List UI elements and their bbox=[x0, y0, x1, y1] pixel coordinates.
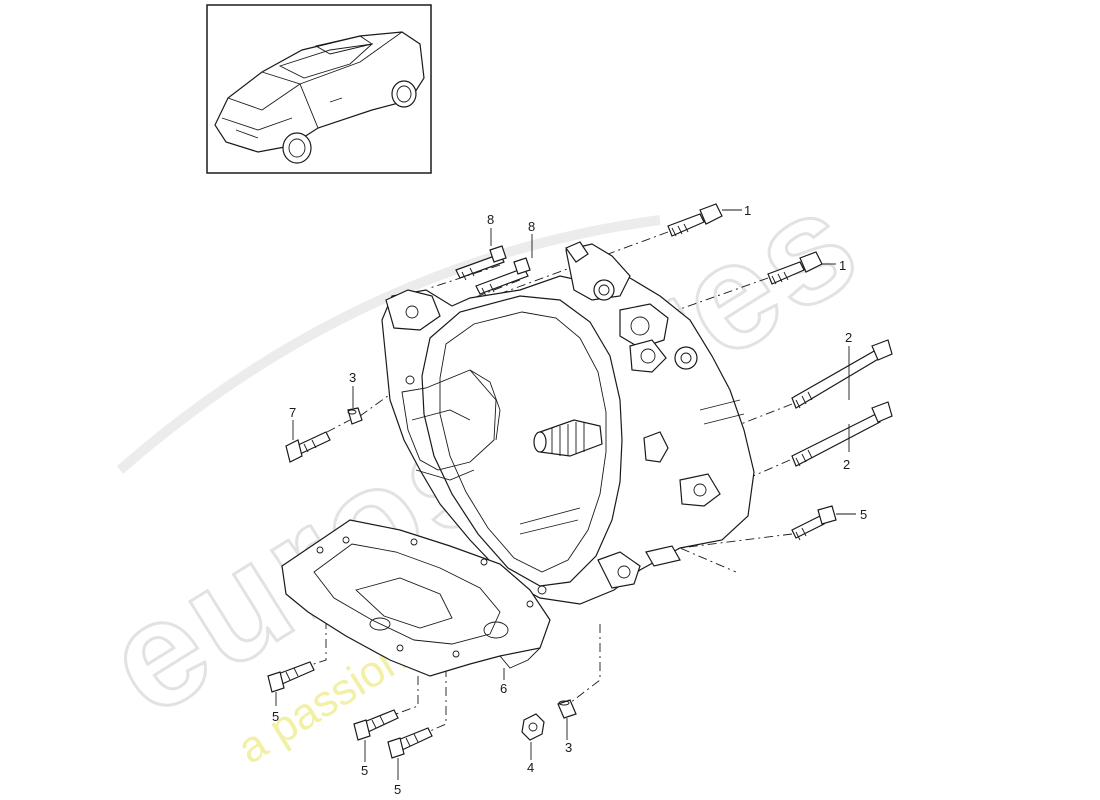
long-bolt-2b bbox=[791, 401, 893, 467]
mounting-ear-top bbox=[385, 289, 441, 331]
callout-2b: 2 bbox=[843, 457, 850, 472]
bush-3b bbox=[557, 699, 577, 719]
vehicle-thumbnail bbox=[206, 4, 432, 174]
bell-housing-rim bbox=[421, 295, 623, 587]
fasteners bbox=[267, 203, 893, 759]
transmission-housing bbox=[381, 241, 755, 605]
callout-1a: 1 bbox=[744, 203, 751, 218]
bolt-5d bbox=[387, 727, 433, 759]
callout-3a: 3 bbox=[349, 370, 356, 385]
bolt-1a bbox=[667, 203, 723, 237]
bolt-5c bbox=[353, 709, 399, 741]
stud-8a bbox=[455, 245, 507, 281]
callout-1b: 1 bbox=[839, 258, 846, 273]
callout-8a: 8 bbox=[487, 212, 494, 227]
callout-2a: 2 bbox=[845, 330, 852, 345]
nut-4 bbox=[521, 713, 545, 741]
cover-plate bbox=[281, 519, 551, 677]
sensor-plug bbox=[643, 431, 669, 463]
callout-4: 4 bbox=[527, 760, 534, 775]
shift-cover bbox=[619, 303, 669, 349]
callout-leaders bbox=[275, 209, 856, 780]
bolt-7 bbox=[285, 431, 331, 463]
long-bolt-2a bbox=[791, 339, 893, 409]
bolt-5b bbox=[267, 661, 315, 693]
bell-housing-rib bbox=[401, 369, 497, 471]
callout-7: 7 bbox=[289, 405, 296, 420]
bush-3a bbox=[347, 407, 363, 425]
stud-8b bbox=[475, 257, 531, 297]
bolt-5a bbox=[791, 505, 837, 541]
callout-5c: 5 bbox=[361, 763, 368, 778]
watermark-swoosh bbox=[116, 215, 661, 474]
callout-5a: 5 bbox=[860, 507, 867, 522]
callout-6: 6 bbox=[500, 681, 507, 696]
callout-5b: 5 bbox=[272, 709, 279, 724]
suv-illustration bbox=[214, 31, 425, 164]
callout-5d: 5 bbox=[394, 782, 401, 797]
callout-8b: 8 bbox=[528, 219, 535, 234]
callout-labels: 1 1 2 2 3 3 4 5 5 5 5 6 7 8 8 bbox=[272, 203, 867, 797]
callout-3b: 3 bbox=[565, 740, 572, 755]
